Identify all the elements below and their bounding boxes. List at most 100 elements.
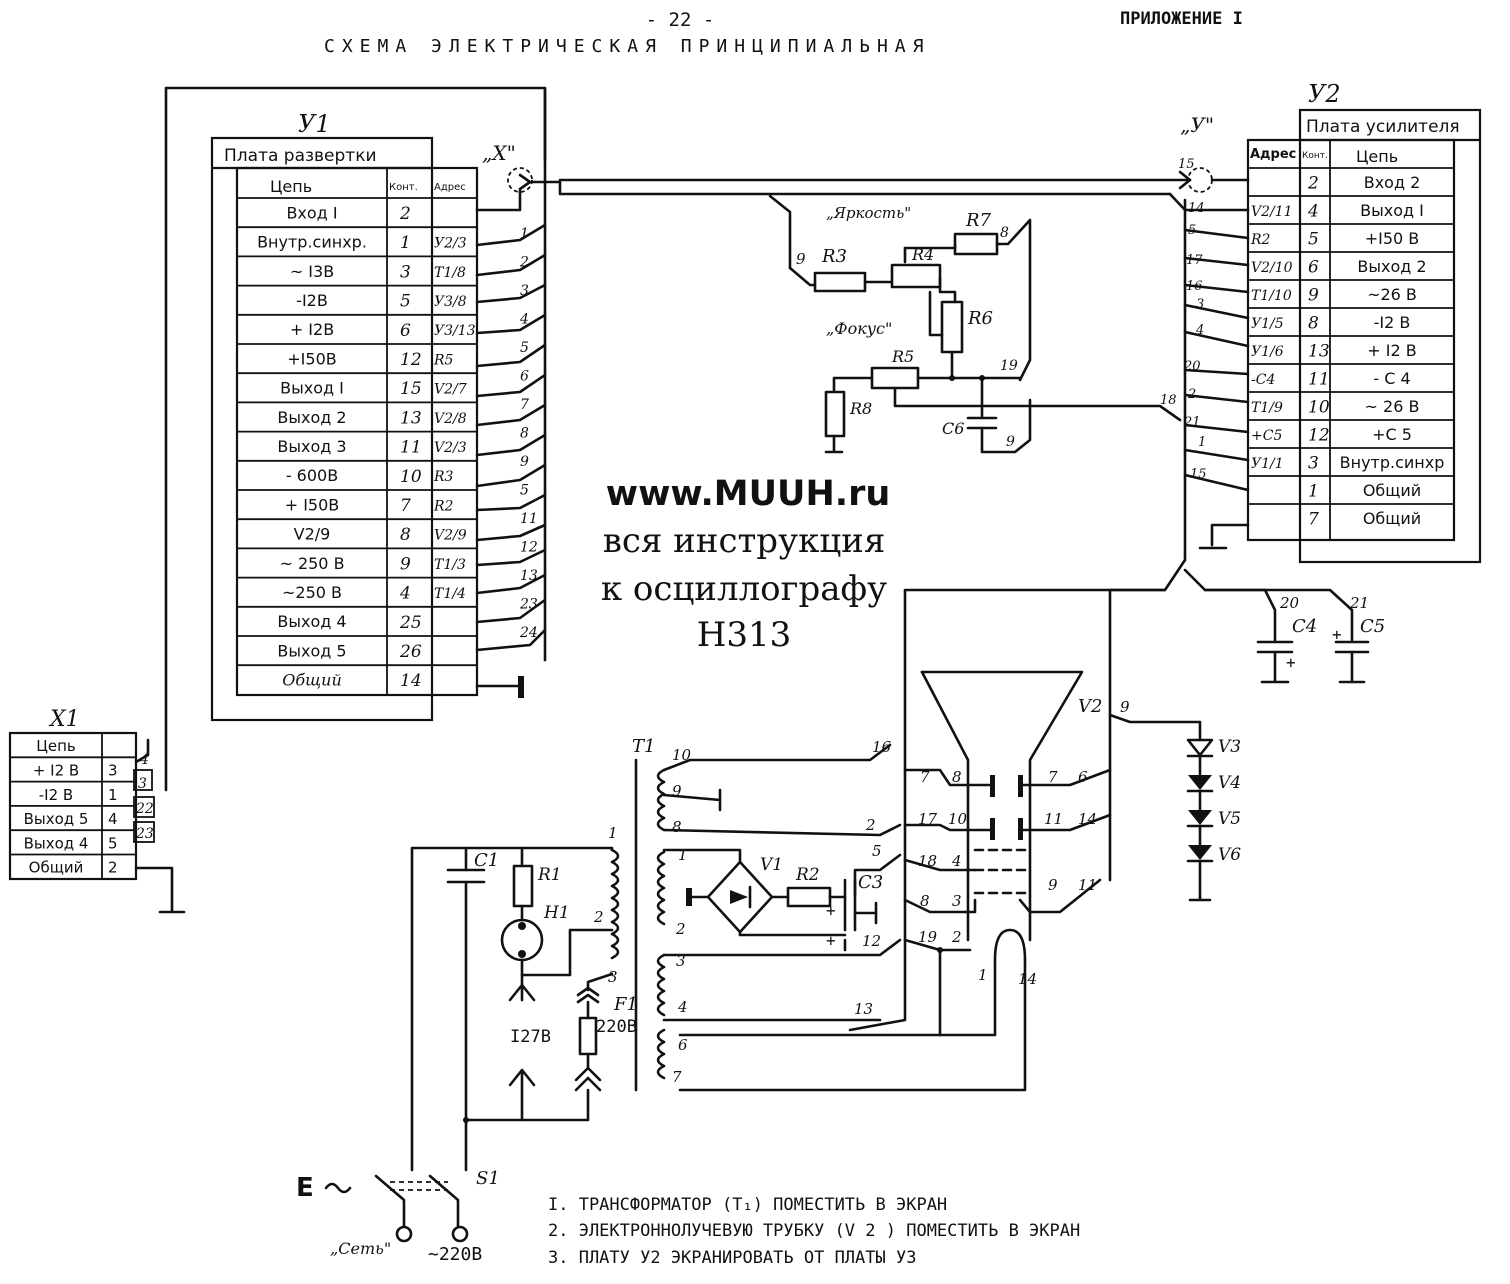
u1-row-contact: 14 — [400, 671, 422, 691]
u1-row-circuit: ~ I3В — [290, 262, 334, 281]
x1-wire-number: 3 — [138, 776, 147, 792]
u2-header-circuit: Цепь — [1356, 147, 1398, 166]
u2-row-circuit: - С 4 — [1373, 369, 1410, 388]
u1-row-contact: 25 — [399, 613, 422, 633]
r5-label: R5 — [891, 347, 914, 366]
u1-row-contact: 6 — [400, 321, 411, 341]
u1-row-contact: 2 — [399, 204, 411, 224]
u1-row-address: V2/3 — [434, 440, 467, 456]
u2-wire-number: 18 — [1160, 393, 1177, 408]
crt-v2: V2 7 8 7 6 17 10 11 14 18 4 8 3 9 11 19 … — [678, 670, 1112, 1092]
u1-row-circuit: -I2В — [296, 291, 328, 310]
x1-wire-number: 22 — [135, 801, 154, 817]
u2-wire-number: 15 — [1190, 467, 1207, 482]
u1-row-address: V2/8 — [434, 411, 467, 427]
u1-wire-number: 23 — [519, 597, 538, 613]
svg-text:5: 5 — [872, 842, 882, 860]
svg-text:8: 8 — [1000, 225, 1009, 241]
u2-row-address: R2 — [1250, 232, 1271, 248]
u2-row-contact: 9 — [1308, 286, 1319, 306]
u2-row-contact: 11 — [1308, 370, 1330, 390]
watermark: www.MUUH.ru вся инструкция к осциллограф… — [601, 474, 890, 655]
svg-text:9: 9 — [672, 782, 682, 800]
u1-row-circuit: Выход 4 — [277, 612, 346, 631]
svg-text:13: 13 — [854, 1000, 873, 1018]
u1-row-contact: 10 — [400, 467, 422, 487]
u1-row-circuit: + I2В — [290, 320, 334, 339]
u1-wire-number: 11 — [520, 511, 538, 527]
svg-text:4: 4 — [677, 998, 688, 1016]
mains-label: „Сеть" — [330, 1239, 391, 1258]
x1-row-contact: 3 — [108, 762, 118, 780]
y-input-label: „У" — [1180, 113, 1214, 137]
u2-wire-number: 4 — [1195, 323, 1204, 338]
u1-row-contact: 9 — [400, 554, 411, 574]
svg-text:18: 18 — [918, 852, 937, 870]
u1-row-contact: 3 — [400, 262, 411, 282]
x1-row-circuit: Общий — [29, 859, 84, 877]
u2-row-address: У1/5 — [1251, 316, 1284, 332]
u1-row-contact: 8 — [400, 525, 411, 545]
u2-wire-number: 16 — [1186, 279, 1203, 294]
u1-row-circuit: Общий — [282, 671, 342, 690]
u1-row-circuit: V2/9 — [294, 525, 331, 544]
h1-label: Н1 — [543, 903, 570, 923]
mains-switch-s1: Е S1 „Сеть" ~220В — [296, 1158, 500, 1265]
u1-row-contact: 4 — [399, 584, 411, 604]
u2-wire-number: 2 — [1187, 387, 1196, 402]
u1-row-contact: 1 — [400, 233, 411, 253]
u2-row-circuit: Общий — [1363, 509, 1421, 528]
u1-row-address: У2/3 — [434, 236, 467, 252]
u2-row-circuit: + I2 В — [1367, 341, 1416, 360]
u2-wire-number: 5 — [1188, 223, 1196, 238]
u1-row-contact: 13 — [400, 408, 422, 428]
svg-text:1: 1 — [608, 824, 618, 842]
svg-text:1: 1 — [978, 966, 988, 984]
board-u2-title: Плата усилителя — [1306, 117, 1460, 137]
v3-label: V3 — [1218, 737, 1241, 757]
note-2: 2. ЭЛЕКТРОННОЛУЧЕВУЮ ТРУБКУ (V 2 ) ПОМЕС… — [548, 1221, 1080, 1241]
u2-row-address: У1/1 — [1251, 456, 1284, 472]
resistor-r1 — [512, 864, 534, 908]
svg-text:10: 10 — [672, 746, 692, 764]
u2-row-circuit: Вход 2 — [1364, 173, 1421, 192]
u1-row-circuit: Выход 2 — [277, 408, 346, 427]
s1-label: S1 — [476, 1168, 500, 1189]
transformer-t1: Т1 10 9 8 1 2 3 4 6 7 1 2 3 16 2 13 12 — [593, 736, 902, 1092]
svg-text:1: 1 — [678, 846, 688, 864]
u2-row-circuit: Внутр.синхр — [1340, 453, 1445, 472]
potentiometer-r5 — [870, 366, 920, 390]
resistor-r3 — [813, 271, 867, 293]
svg-text:7: 7 — [1048, 768, 1058, 786]
u1-wire-number: 9 — [520, 454, 529, 470]
earth-label: Е — [296, 1173, 314, 1203]
u2-row-contact: 6 — [1308, 258, 1319, 278]
svg-text:11: 11 — [1078, 876, 1097, 894]
brightness-focus-network: „Яркость" 9 R3 R4 R7 8 R6 „Фокус" R5 19 … — [768, 194, 1182, 454]
svg-text:12: 12 — [862, 932, 881, 950]
c3-label: С3 — [858, 872, 883, 893]
v1-label: V1 — [760, 855, 783, 875]
u1-row-address: У3/8 — [434, 294, 467, 310]
svg-text:4: 4 — [951, 852, 962, 870]
u1-wire-number: 4 — [519, 312, 529, 328]
rectifier-v1: V1 R2 5 С3 + + — [662, 842, 902, 952]
watermark-line1: вся инструкция — [603, 521, 886, 561]
x1-row-contact: 5 — [108, 834, 118, 852]
u1-header-address: Адрес — [434, 182, 466, 193]
u2-row-contact: 1 — [1308, 482, 1319, 502]
svg-text:+: + — [1286, 653, 1296, 672]
v5-label: V5 — [1218, 809, 1241, 829]
u2-row-circuit: Выход 2 — [1357, 257, 1426, 276]
svg-text:11: 11 — [1044, 810, 1063, 828]
svg-text:7: 7 — [920, 768, 930, 786]
board-u1-title: Плата развертки — [224, 146, 377, 166]
svg-text:+: + — [826, 931, 836, 950]
mains-input: С1 R1 Н1 I27В F1 220В — [410, 846, 638, 1162]
watermark-line3: Н313 — [697, 615, 792, 655]
svg-text:14: 14 — [1018, 970, 1037, 988]
appendix-label: ПРИЛОЖЕНИЕ I — [1120, 9, 1243, 29]
u2-row-contact: 3 — [1308, 454, 1319, 474]
u2-row-circuit: -I2 В — [1374, 313, 1411, 332]
